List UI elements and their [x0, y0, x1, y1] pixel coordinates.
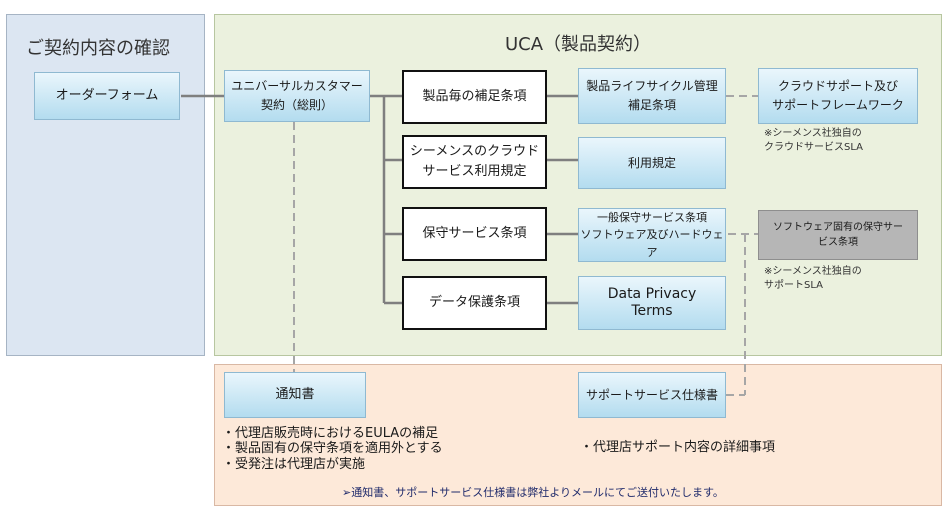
notice-box: 通知書 — [224, 372, 366, 418]
contract-panel-title: ご契約内容の確認 — [26, 38, 170, 59]
cloud-service-terms-box: シーメンスのクラウド サービス利用規定 — [402, 135, 547, 189]
uca-panel-title: UCA（製品契約） — [504, 34, 652, 55]
notice-item: ・製品固有の保守条項を適用外とする — [222, 441, 443, 457]
notice-items-list: ・代理店販売時におけるEULAの補足 ・製品固有の保守条項を適用外とする ・受発… — [222, 426, 443, 472]
footer-note: ➢通知書、サポートサービス仕様書は弊社よりメールにてご送付いたします。 — [342, 486, 724, 499]
universal-customer-agreement-box: ユニバーサルカスタマー 契約（総則） — [224, 70, 370, 122]
general-maintenance-terms-box: 一般保守サービス条項 ソフトウェア及びハードウェア — [578, 208, 726, 262]
contract-confirmation-panel — [6, 14, 205, 356]
support-service-spec-box: サポートサービス仕様書 — [578, 372, 726, 418]
data-protection-terms-box: データ保護条項 — [402, 276, 547, 330]
cloud-sla-note: ※シーメンス社独自の クラウドサービスSLA — [764, 128, 863, 153]
cloud-support-framework-box: クラウドサポート及び サポートフレームワーク — [758, 68, 918, 124]
support-sla-note: ※シーメンス社独自の サポートSLA — [764, 266, 862, 291]
notice-item: ・代理店販売時におけるEULAの補足 — [222, 426, 439, 441]
product-lifecycle-terms-box: 製品ライフサイクル管理 補足条項 — [578, 68, 726, 124]
software-specific-maintenance-box: ソフトウェア固有の保守サー ビス条項 — [758, 210, 918, 260]
support-detail-text: ・代理店サポート内容の詳細事項 — [580, 440, 776, 455]
product-supplementary-terms-box: 製品毎の補足条項 — [402, 70, 547, 124]
data-privacy-terms-box: Data Privacy Terms — [578, 276, 726, 330]
usage-rules-box: 利用規定 — [578, 137, 726, 189]
order-form-box: オーダーフォーム — [34, 72, 180, 120]
notice-item: ・受発注は代理店が実施 — [222, 456, 366, 472]
maintenance-service-terms-box: 保守サービス条項 — [402, 207, 547, 261]
